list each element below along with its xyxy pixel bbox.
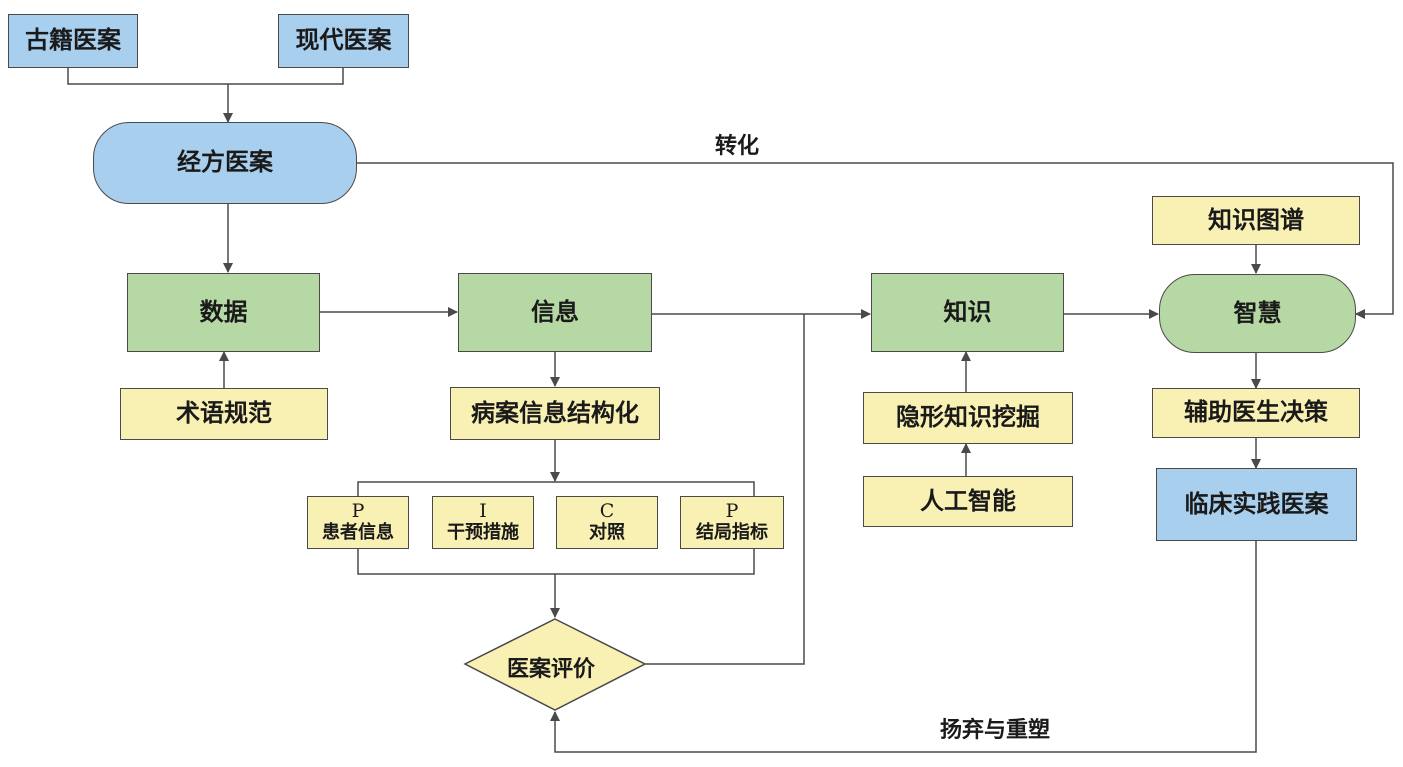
pico-letter: C xyxy=(599,500,615,523)
case-structuring-node: 病案信息结构化 xyxy=(450,387,660,440)
ancient-cases-label: 古籍医案 xyxy=(25,26,121,55)
pico-text: 干预措施 xyxy=(447,522,519,544)
information-node: 信息 xyxy=(458,273,652,352)
information-label: 信息 xyxy=(531,297,579,326)
pico-intervention-node: I 干预措施 xyxy=(432,496,534,549)
classic-formula-cases-label: 经方医案 xyxy=(177,148,273,177)
terminology-standard-node: 术语规范 xyxy=(120,388,328,440)
pico-comparison-node: C 对照 xyxy=(556,496,658,549)
transform-edge-label: 转化 xyxy=(715,134,760,159)
pico-text: 结局指标 xyxy=(696,522,768,544)
case-structuring-label: 病案信息结构化 xyxy=(471,398,639,427)
artificial-intelligence-node: 人工智能 xyxy=(863,476,1073,527)
wisdom-node: 智慧 xyxy=(1159,274,1356,353)
knowledge-graph-label: 知识图谱 xyxy=(1208,205,1304,234)
pico-letter: I xyxy=(479,500,487,523)
pico-letter: P xyxy=(351,500,365,523)
classic-formula-cases-node: 经方医案 xyxy=(93,122,357,204)
line-evaluation-to-knowledge xyxy=(645,314,805,665)
data-label: 数据 xyxy=(199,297,248,326)
pico-outcome-node: P 结局指标 xyxy=(680,496,784,549)
assist-decision-node: 辅助医生决策 xyxy=(1152,388,1360,438)
artificial-intelligence-label: 人工智能 xyxy=(920,486,1016,515)
pico-top-bracket xyxy=(357,481,755,496)
pico-text: 对照 xyxy=(589,522,625,544)
ancient-cases-node: 古籍医案 xyxy=(8,14,138,68)
modern-cases-node: 现代医案 xyxy=(278,14,409,68)
data-node: 数据 xyxy=(127,273,320,352)
pico-patient-node: P 患者信息 xyxy=(307,496,409,549)
arrow-classic-to-wisdom xyxy=(357,162,1394,319)
clinical-cases-label: 临床实践医案 xyxy=(1184,489,1329,518)
case-evaluation-diamond xyxy=(463,618,647,711)
case-evaluation-label: 医案评价 xyxy=(507,657,596,682)
clinical-cases-node: 临床实践医案 xyxy=(1156,468,1357,541)
discard-reshape-edge-label: 扬弃与重塑 xyxy=(940,718,1051,743)
pico-letter: P xyxy=(725,500,739,523)
wisdom-label: 智慧 xyxy=(1233,298,1282,327)
assist-decision-label: 辅助医生决策 xyxy=(1184,398,1328,427)
knowledge-node: 知识 xyxy=(871,273,1064,352)
modern-cases-label: 现代医案 xyxy=(295,26,392,55)
tacit-knowledge-mining-label: 隐形知识挖掘 xyxy=(896,403,1040,432)
knowledge-label: 知识 xyxy=(943,297,992,326)
pico-text: 患者信息 xyxy=(322,522,394,544)
terminology-standard-label: 术语规范 xyxy=(176,399,272,428)
pico-bottom-bracket xyxy=(357,549,755,575)
knowledge-graph-node: 知识图谱 xyxy=(1152,196,1360,245)
sources-bracket xyxy=(67,68,344,85)
arrow-clinical-to-evaluation xyxy=(550,541,1257,753)
tacit-knowledge-mining-node: 隐形知识挖掘 xyxy=(863,392,1073,444)
